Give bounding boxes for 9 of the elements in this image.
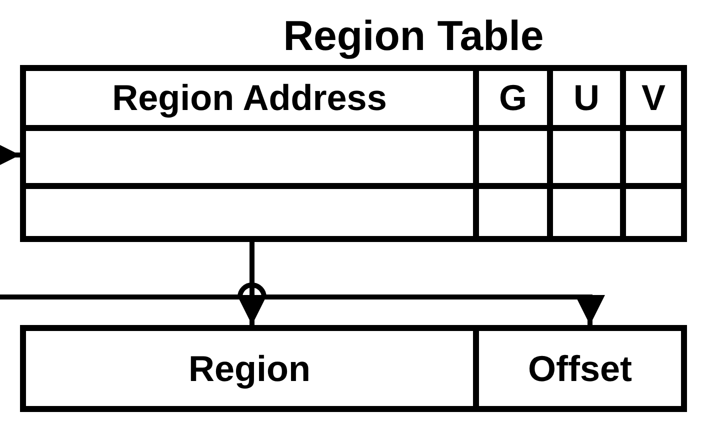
field-label: Offset <box>528 350 632 386</box>
arrow <box>237 242 267 325</box>
field-label: Region Address <box>112 80 387 116</box>
field-label: V <box>641 80 666 116</box>
field-label: U <box>574 80 600 116</box>
table-title: Region Table <box>282 15 545 57</box>
arrow <box>0 282 605 325</box>
field-label: G <box>498 80 527 116</box>
field-label: Region <box>188 350 310 386</box>
